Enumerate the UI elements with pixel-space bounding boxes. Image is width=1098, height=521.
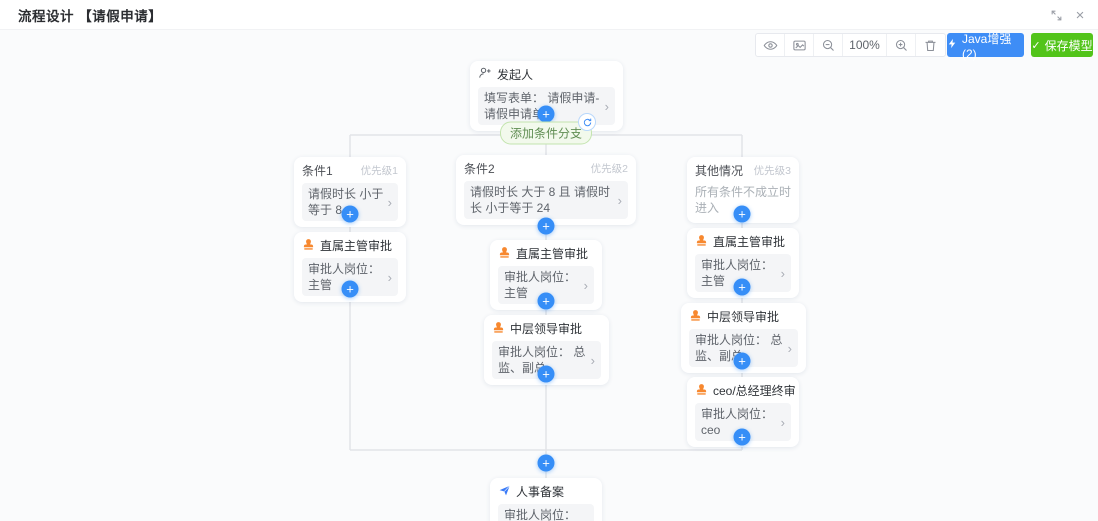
node-title: 发起人 [497,68,534,82]
node-setting: 审批人岗位： 主管 [308,262,381,292]
node-title: 直属主管审批 [713,235,786,249]
stamp-icon [492,321,505,337]
chevron-right-icon: › [387,194,392,210]
canvas-toolbar: 100% [755,33,946,57]
condition-title: 条件2 [464,162,495,176]
chevron-right-icon: › [780,414,785,430]
chevron-right-icon: › [387,269,392,285]
add-node-button[interactable]: + [537,365,555,383]
java-enhance-label: Java增强 (2) [962,31,1012,61]
node-approval[interactable]: 直属主管审批 审批人岗位： 主管 › [294,232,406,302]
node-setting: 审批人岗位： 主管 [701,258,774,288]
condition-expression: 请假时长 小于等于 8 [308,187,384,217]
node-title: 中层领导审批 [510,322,583,336]
condition-priority: 优先级2 [590,163,628,175]
page-title: 流程设计 【请假申请】 [18,8,163,24]
node-setting: 填写表单： 请假申请-请假申请单 [484,91,600,121]
condition-priority: 优先级3 [753,165,791,177]
node-title: 人事备案 [516,485,565,499]
zoom-level: 100% [843,34,887,56]
user-plus-icon [478,66,492,83]
add-node-button[interactable]: + [733,428,751,446]
add-node-button[interactable]: + [537,217,555,235]
node-setting: 审批人岗位： 总监、副总 [695,333,783,363]
add-node-button[interactable]: + [733,205,751,223]
add-node-button[interactable]: + [341,280,359,298]
node-title: 直属主管审批 [516,247,589,261]
node-setting: 审批人岗位： 主管 [504,270,577,300]
chevron-right-icon: › [584,517,588,521]
condition-priority: 优先级1 [360,165,398,177]
node-condition-else[interactable]: 其他情况 优先级3 所有条件不成立时进入 [687,157,799,223]
check-icon: ✓ [1031,39,1041,52]
node-approval[interactable]: 直属主管审批 审批人岗位： 主管 › [687,228,799,298]
add-branch-button[interactable]: 添加条件分支 [499,121,593,145]
chevron-right-icon: › [583,277,588,293]
zoom-out-icon[interactable] [814,34,843,56]
stamp-icon [689,309,702,325]
node-setting: 审批人岗位： 人事 [504,508,577,521]
export-image-icon[interactable] [785,34,814,56]
chevron-right-icon: › [780,265,785,281]
stamp-icon [695,234,708,250]
close-icon[interactable]: × [1075,6,1085,24]
add-node-button[interactable]: + [537,105,555,123]
add-node-button[interactable]: + [537,292,555,310]
title-bar: 流程设计 【请假申请】 × [0,0,1098,30]
stamp-icon [498,246,511,262]
swap-branch-icon[interactable] [578,113,596,131]
node-title: ceo/总经理终审 [713,384,796,398]
paper-plane-icon [498,484,511,500]
chevron-right-icon: › [590,352,595,368]
stamp-icon [695,383,708,399]
save-model-label: 保存模型 [1044,38,1093,53]
node-title: 中层领导审批 [707,310,780,324]
condition-expression: 请假时长 大于 8 且 请假时长 小于等于 24 [470,185,611,215]
node-hr-record[interactable]: 人事备案 审批人岗位： 人事 › [490,478,602,521]
zoom-in-icon[interactable] [887,34,916,56]
enhance-icon [947,38,958,52]
add-node-button[interactable]: + [537,454,555,472]
stamp-icon [302,238,315,254]
window-controls: × [1048,7,1088,23]
add-node-button[interactable]: + [733,352,751,370]
chevron-right-icon: › [617,192,622,208]
node-title: 直属主管审批 [320,239,393,253]
fullscreen-icon[interactable] [1048,7,1064,23]
node-condition-2[interactable]: 条件2 优先级2 请假时长 大于 8 且 请假时长 小于等于 24 › [456,155,636,225]
node-approval[interactable]: 直属主管审批 审批人岗位： 主管 › [490,240,602,310]
add-node-button[interactable]: + [341,205,359,223]
add-node-button[interactable]: + [733,278,751,296]
preview-eye-icon[interactable] [756,34,785,56]
node-setting: 审批人岗位： ceo [701,407,774,437]
condition-title: 条件1 [302,164,333,178]
java-enhance-button[interactable]: Java增强 (2) [947,32,1024,61]
chevron-right-icon: › [604,98,609,114]
node-setting: 审批人岗位： 总监、副总 [498,345,586,375]
condition-note: 所有条件不成立时进入 [695,185,792,215]
chevron-right-icon: › [787,340,792,356]
condition-title: 其他情况 [695,164,744,178]
delete-trash-icon[interactable] [916,34,945,56]
save-model-button[interactable]: ✓ 保存模型 [1031,33,1093,57]
flow-canvas: 100% Java增强 (2) ✓ 保存模型 [0,30,1098,521]
